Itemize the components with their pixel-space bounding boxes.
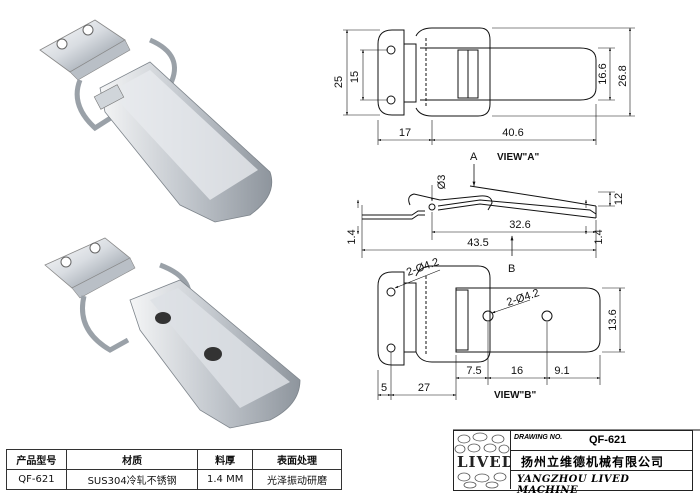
company-name-en: YANGZHOU LIVED MACHINE xyxy=(517,474,630,496)
dim-7-5: 7.5 xyxy=(466,365,481,377)
dim-25: 25 xyxy=(333,76,345,88)
dim-16: 16 xyxy=(511,365,523,377)
dim-12: 12 xyxy=(613,193,625,205)
company-cn-row: 扬州立维德机械有限公司 xyxy=(511,451,692,471)
dim-13-6: 13.6 xyxy=(607,309,619,330)
dim-2phi4-2-inner: 2-Ø4.2 xyxy=(505,287,541,309)
spec-value-thickness: 1.4 MM xyxy=(197,469,253,490)
latch-render-open xyxy=(44,237,301,429)
dim-9-1: 9.1 xyxy=(554,365,569,377)
top-view xyxy=(377,27,597,117)
dim-32-6: 32.6 xyxy=(509,219,530,231)
logo-pattern xyxy=(454,432,510,489)
view-a-label: VIEW"A" xyxy=(497,152,540,163)
spec-table: 产品型号 材质 料厚 表面处理 QF-621 SUS304冷轧不锈钢 1.4 M… xyxy=(6,449,343,490)
view-b-label: VIEW"B" xyxy=(494,390,537,401)
top-view-dimensions xyxy=(343,27,635,145)
dim-43-5: 43.5 xyxy=(467,237,488,249)
spec-value-row: QF-621 SUS304冷轧不锈钢 1.4 MM 光泽振动研磨 xyxy=(6,469,343,490)
drawing-no-value: QF-621 xyxy=(589,434,627,446)
drawing-no-label: DRAWING NO. xyxy=(514,434,563,441)
side-view-dimensions xyxy=(356,185,615,258)
spec-value-material: SUS304冷轧不锈钢 xyxy=(65,469,199,490)
title-block: LIVED DRAWING NO. QF-621 扬州立维德机械有限公司 YAN… xyxy=(453,430,693,496)
dim-26-8: 26.8 xyxy=(617,65,629,86)
company-logo: LIVED xyxy=(454,431,511,489)
dim-phi3: Ø3 xyxy=(436,175,448,190)
dim-27: 27 xyxy=(418,382,430,394)
drawing-no-row: DRAWING NO. QF-621 xyxy=(511,431,692,451)
dim-16-6: 16.6 xyxy=(597,63,609,84)
latch-render-closed xyxy=(39,19,273,223)
dim-1-4-right: 1.4 xyxy=(593,229,605,244)
view-arrow-b-label: B xyxy=(508,263,515,275)
view-arrow-a-label: A xyxy=(470,151,478,163)
side-view xyxy=(362,185,597,220)
dim-40-6: 40.6 xyxy=(502,127,523,139)
spec-value-finish: 光泽振动研磨 xyxy=(251,469,343,490)
spec-header-finish: 表面处理 xyxy=(251,449,343,470)
bottom-view-dimensions xyxy=(377,269,625,400)
dim-5: 5 xyxy=(381,382,387,394)
spec-value-model: QF-621 xyxy=(6,469,67,490)
spec-header-thickness: 料厚 xyxy=(197,449,253,470)
bottom-view xyxy=(377,265,601,366)
spec-header-material: 材质 xyxy=(65,449,199,470)
logo-text: LIVED xyxy=(457,453,511,471)
dim-1-4-left: 1.4 xyxy=(346,229,358,244)
company-en-row: YANGZHOU LIVED MACHINE xyxy=(511,471,692,496)
company-name-cn: 扬州立维德机械有限公司 xyxy=(521,455,665,469)
dim-15: 15 xyxy=(349,71,361,83)
dim-17: 17 xyxy=(399,127,411,139)
dim-2phi4-2-left: 2-Ø4.2 xyxy=(405,256,441,279)
spec-header-row: 产品型号 材质 料厚 表面处理 xyxy=(6,449,343,470)
spec-header-model: 产品型号 xyxy=(6,449,67,470)
